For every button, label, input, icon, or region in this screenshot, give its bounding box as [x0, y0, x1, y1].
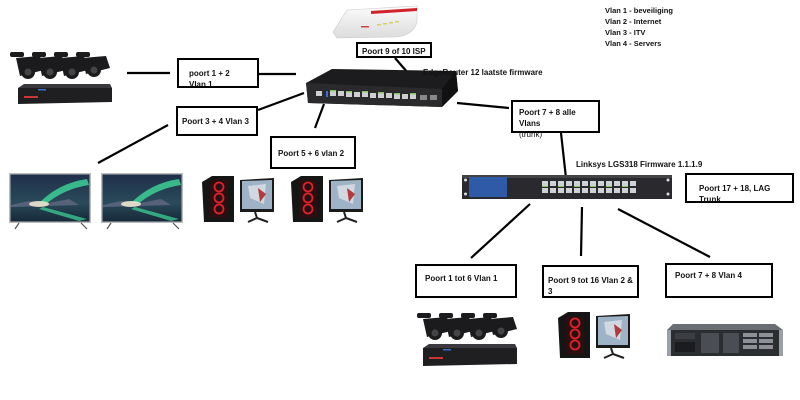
security-cameras-icon: [417, 313, 517, 366]
switch-vlan23-port-box: Poort 9 tot 16 Vlan 2 & 3: [542, 265, 639, 298]
link-vlan3-box-to-tvs: [97, 124, 169, 164]
gaming-pc-icon: [202, 176, 274, 223]
switch-vlan1-port-label: Poort 1 tot 6 Vlan 1: [425, 274, 498, 283]
router-vlan2-port-label: Poort 5 + 6 vlan 2: [278, 149, 345, 158]
router-vlan2-port-box: Poort 5 + 6 vlan 2: [270, 136, 356, 169]
switch-vlan1-port-box: Poort 1 tot 6 Vlan 1: [415, 264, 517, 298]
router-vlan3-port-box: Poort 3 + 4 Vlan 3: [176, 106, 258, 136]
isp-port-box: Poort 9 of 10 ISP: [356, 42, 432, 58]
link-router-to-trunk-box: [456, 101, 510, 110]
vlan-legend: Vlan 1 - beveiliging Vlan 2 - Internet V…: [605, 5, 673, 49]
switch-lag-port-box: Poort 17 + 18, LAG Trunk: [685, 173, 794, 204]
link-switch-to-sw-vlan23-box: [579, 206, 584, 257]
tv-icon: [101, 173, 183, 230]
trunk-port-label-line1: Poort 7 + 8 alle Vlans: [519, 108, 576, 128]
legend-item: Vlan 3 - ITV: [605, 28, 646, 37]
lag-port-label: Poort 17 + 18, LAG Trunk: [699, 184, 771, 204]
router-vlan1-port-box: poort 1 + 2 Vlan 1: [177, 58, 259, 89]
router-label: EdgeRouter 12 laatste firmware: [423, 68, 543, 77]
router-icon: [306, 69, 458, 107]
link-switch-to-sw-vlan4-box: [617, 208, 711, 258]
isp-port-label: Poort 9 of 10 ISP: [362, 47, 426, 56]
gaming-pc-icon: [558, 312, 630, 359]
router-vlan3-port-label: Poort 3 + 4 Vlan 3: [182, 117, 249, 126]
switch-vlan4-port-box: Poort 7 + 8 Vlan 4: [665, 263, 773, 298]
gaming-pc-icon: [291, 176, 363, 223]
legend-item: Vlan 4 - Servers: [605, 39, 662, 48]
legend-item: Vlan 2 - Internet: [605, 17, 662, 26]
rack-server-icon: [667, 324, 783, 356]
switch-vlan23-port-label: Poort 9 tot 16 Vlan 2 & 3: [548, 276, 633, 296]
switch-label: Linksys LGS318 Firmware 1.1.1.9: [576, 160, 703, 169]
switch-vlan4-port-label: Poort 7 + 8 Vlan 4: [675, 271, 742, 280]
link-router-to-vlan3-box: [257, 91, 305, 112]
legend-item: Vlan 1 - beveiliging: [605, 6, 673, 15]
isp-modem-icon: [332, 5, 418, 39]
router-trunk-port-box: Poort 7 + 8 alle Vlans (trunk): [511, 100, 600, 139]
switch-icon: [462, 175, 672, 199]
router-vlan1-port-label: poort 1 + 2 Vlan 1: [189, 69, 230, 89]
trunk-port-label-line2: (trunk): [519, 130, 543, 139]
link-switch-to-sw-vlan1-box: [470, 203, 531, 259]
tv-icon: [9, 173, 91, 230]
security-cameras-icon: [10, 52, 112, 104]
